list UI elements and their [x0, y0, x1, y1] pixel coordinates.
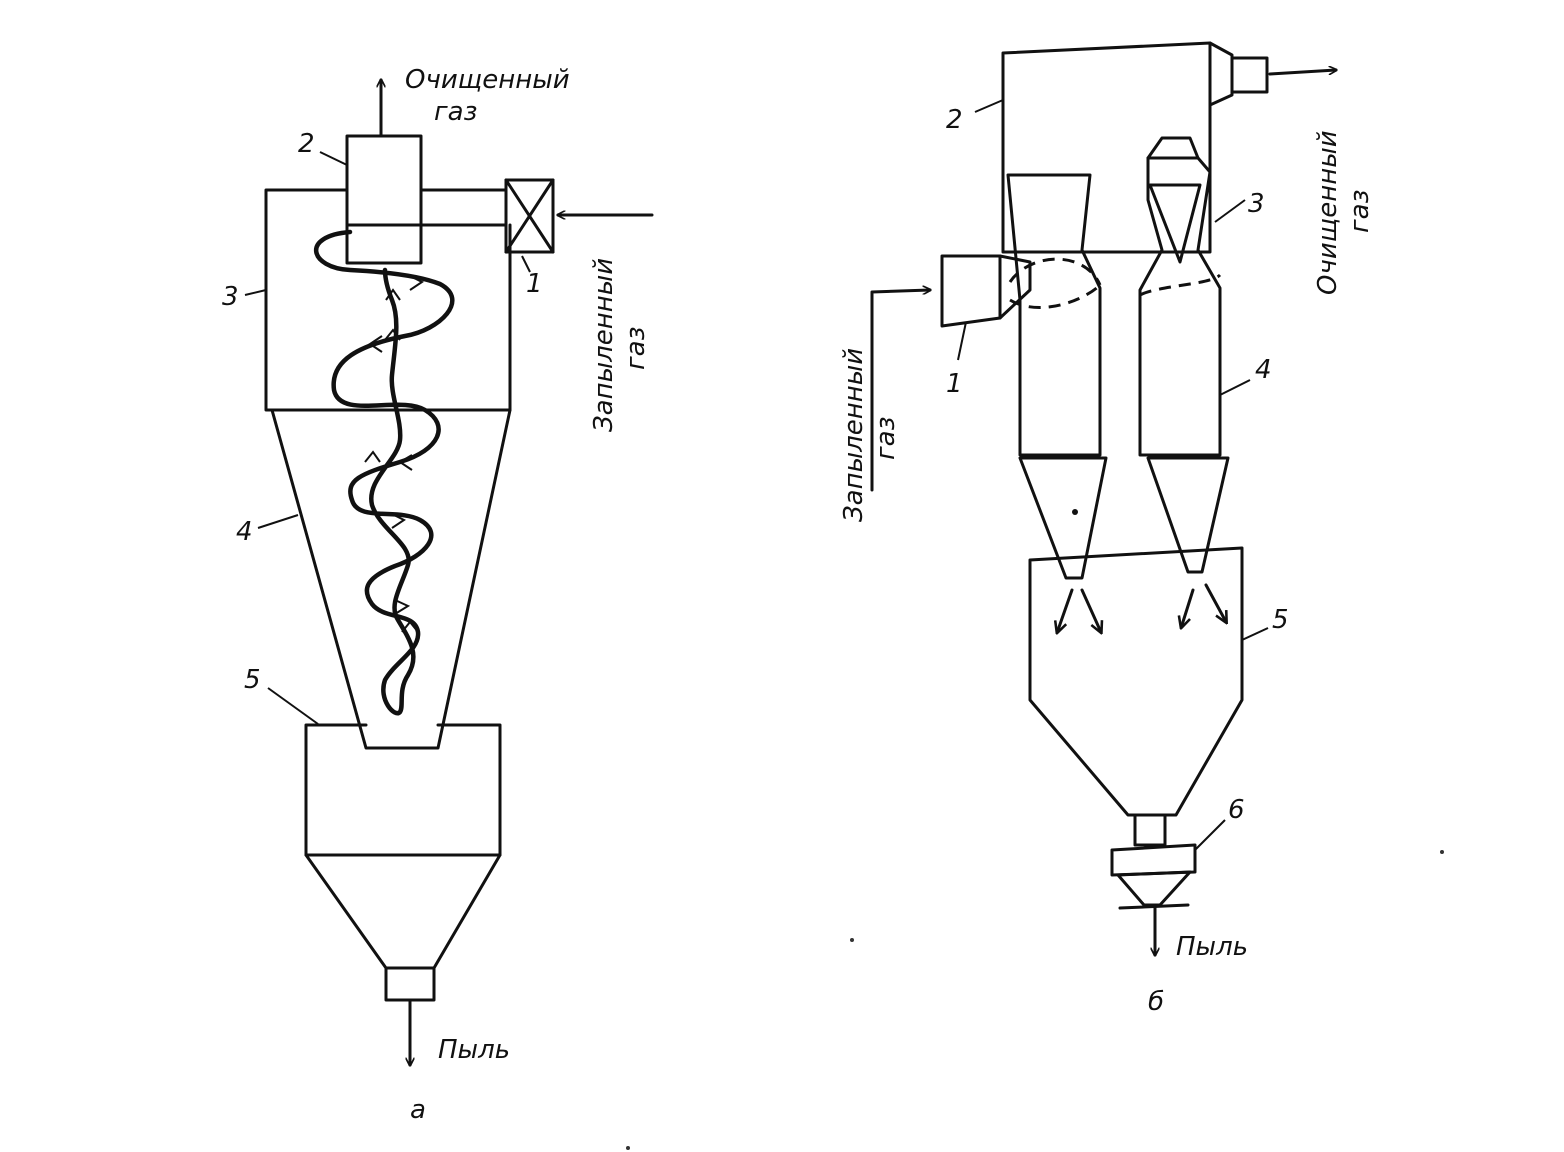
- caption-b: б: [1148, 987, 1164, 1017]
- left-cyclone-swirl: [1009, 283, 1102, 309]
- dust-fall-arrow: [1182, 588, 1195, 625]
- flow-arrow: [368, 335, 383, 353]
- svg-text:газ: газ: [1345, 190, 1375, 233]
- right-cyclone-upper: [1138, 156, 1222, 457]
- flow-arrow: [409, 275, 424, 291]
- label-number-3: 3: [222, 282, 239, 312]
- hopper-outlet: [384, 966, 436, 1002]
- left-cyclone-cone: [1018, 456, 1108, 580]
- right-cyclone-swirl: [1139, 273, 1222, 297]
- leader-2-b: [974, 99, 1004, 113]
- flow-arrow: [398, 454, 413, 471]
- cyclone-diagram-b: 2 3 4 5 6 1 Очищенный газ Запыленный газ…: [839, 41, 1375, 1017]
- inlet-box-cross: [504, 178, 555, 254]
- caption-a: а: [410, 1095, 426, 1125]
- flow-arrow: [394, 599, 411, 615]
- label-number-6-b: 6: [1228, 795, 1245, 825]
- flow-arrow: [391, 513, 406, 529]
- clean-gas-chamber: [1001, 41, 1234, 254]
- cone-body: [270, 408, 512, 750]
- label-number-4: 4: [236, 517, 253, 547]
- dusty-gas-label: Запыленный газ: [589, 258, 651, 432]
- left-cyclone-dot: [1072, 509, 1078, 515]
- dusty-gas-label-b: Запыленный газ: [839, 348, 901, 522]
- leader-1: [521, 255, 531, 273]
- leader-5: [267, 687, 319, 725]
- scan-speck: [626, 1146, 630, 1150]
- discharge-cone: [1116, 870, 1192, 907]
- clean-gas-label: газ: [434, 97, 477, 127]
- dust-hopper-b: [1028, 546, 1244, 817]
- dust-label: Пыль: [438, 1035, 510, 1065]
- clean-gas-arrow-b: [1268, 70, 1336, 76]
- flow-arrow: [384, 328, 401, 341]
- dust-fall-arrow: [1204, 583, 1225, 620]
- svg-text:Запыленный: Запыленный: [839, 348, 869, 522]
- cylinder-body: [264, 188, 512, 412]
- leader-4: [257, 514, 299, 529]
- hopper-neck: [1133, 813, 1167, 847]
- flow-arrow: [364, 450, 381, 463]
- discharge-valve: [1110, 843, 1197, 877]
- label-number-3-b: 3: [1248, 189, 1265, 219]
- scan-speck: [1440, 850, 1444, 854]
- leader-5-b: [1241, 627, 1269, 641]
- label-number-2-b: 2: [946, 105, 963, 135]
- leader-2: [319, 151, 348, 166]
- svg-text:газ: газ: [621, 327, 651, 370]
- label-number-5: 5: [244, 665, 261, 695]
- dust-hopper: [304, 723, 502, 857]
- label-number-5-b: 5: [1272, 605, 1289, 635]
- hopper-cone: [304, 853, 502, 970]
- dust-label-b: Пыль: [1176, 932, 1248, 962]
- dust-fall-arrow: [1058, 588, 1074, 630]
- label-number-2: 2: [298, 129, 315, 159]
- swirl-flow: [314, 229, 455, 716]
- leader-3-b: [1214, 199, 1246, 223]
- flow-arrow: [385, 288, 401, 301]
- discharge-base: [1118, 903, 1190, 910]
- svg-text:Запыленный: Запыленный: [589, 258, 619, 432]
- leader-1-b: [957, 321, 967, 361]
- label-number-1: 1: [526, 269, 543, 299]
- right-cyclone-vane: [1148, 183, 1202, 264]
- clean-gas-label: Очищенный: [405, 65, 570, 95]
- outlet-nozzle: [1230, 56, 1269, 94]
- right-cyclone-cap: [1146, 136, 1200, 160]
- leader-3: [244, 289, 267, 296]
- dusty-gas-arrow-b: [870, 290, 930, 492]
- left-cyclone-upper: [1006, 173, 1102, 457]
- scan-speck: [850, 938, 854, 942]
- right-cyclone-cone: [1146, 456, 1230, 574]
- left-cyclone-swirl: [1008, 257, 1102, 286]
- leader-4-b: [1219, 379, 1251, 396]
- outlet-pipe: [345, 134, 423, 265]
- svg-text:газ: газ: [871, 417, 901, 460]
- cyclone-diagram-a: Очищенный газ 2 3 4 5 1 Запыленный газ П…: [222, 65, 654, 1125]
- leader-6-b: [1194, 819, 1226, 851]
- inlet-box: [504, 178, 555, 254]
- flow-arrow: [401, 620, 419, 633]
- label-number-1-b: 1: [946, 369, 963, 399]
- label-number-4-b: 4: [1255, 355, 1272, 385]
- svg-text:Очищенный: Очищенный: [1313, 130, 1343, 295]
- clean-gas-label-b: Очищенный газ: [1313, 130, 1375, 295]
- dust-fall-arrow: [1080, 588, 1100, 630]
